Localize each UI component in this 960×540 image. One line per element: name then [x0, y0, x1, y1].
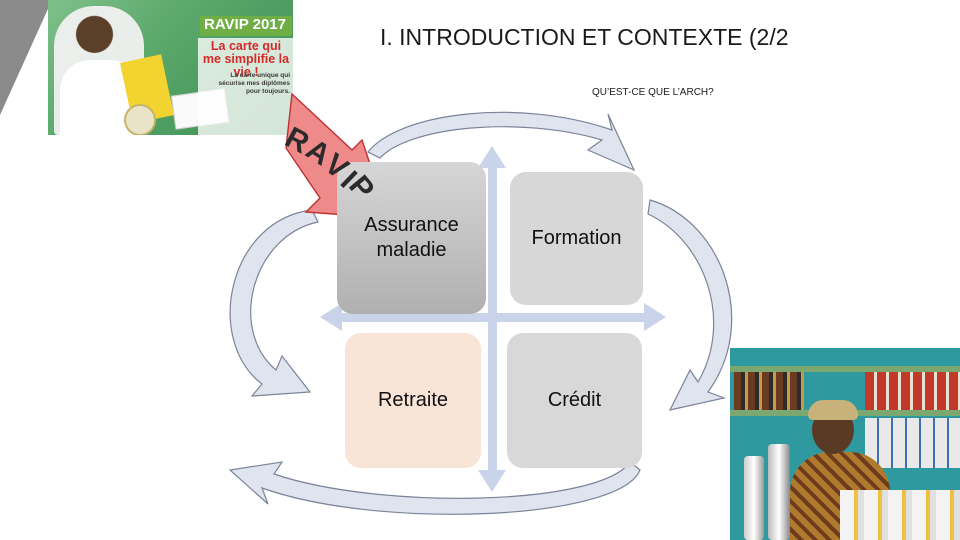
photo-jars [840, 490, 960, 540]
photo-shelf [730, 366, 960, 372]
slide-subtitle: QU’EST-CE QUE L’ARCH? [592, 87, 714, 98]
quadrant-credit: Crédit [507, 333, 642, 468]
poster-banner-text: RAVIP 2017 [204, 16, 286, 33]
horizontal-axis-arrow [320, 303, 666, 331]
photo-cans [865, 372, 960, 410]
quadrant-credit-label: Crédit [547, 389, 602, 411]
left-curved-arrow [229, 209, 319, 397]
poster-subtext: La carte unique qui sécurise mes diplôme… [218, 72, 290, 95]
bottom-curved-arrow [228, 461, 641, 515]
poster-seal-icon [124, 104, 156, 135]
slide-title: I. INTRODUCTION ET CONTEXTE (2/2 [380, 24, 789, 50]
right-curved-arrow [647, 199, 733, 411]
quadrant-assurance-label: Assurance maladie [364, 214, 459, 261]
quadrant-formation: Formation [510, 172, 643, 305]
corner-decoration [0, 0, 52, 115]
poster-banner [200, 16, 292, 36]
poster-slogan: La carte qui me simplifie la vie ! [202, 39, 290, 79]
poster-panel [198, 38, 293, 135]
quadrant-retraite: Retraite [345, 333, 481, 468]
quadrant-retraite-label: Retraite [377, 389, 449, 411]
photo-thermos [744, 456, 764, 540]
photo-woman-headscarf [808, 400, 858, 420]
photo-thermos [768, 444, 790, 540]
photo-bottles [734, 372, 804, 410]
shopkeeper-photo [730, 348, 960, 540]
photo-tins [865, 418, 960, 468]
top-curved-arrow [367, 111, 636, 172]
quadrant-formation-label: Formation [531, 227, 622, 249]
ravip-poster-image: RAVIP 2017 La carte qui me simplifie la … [48, 0, 293, 135]
quadrant-assurance-maladie: Assurance maladie [337, 162, 486, 314]
